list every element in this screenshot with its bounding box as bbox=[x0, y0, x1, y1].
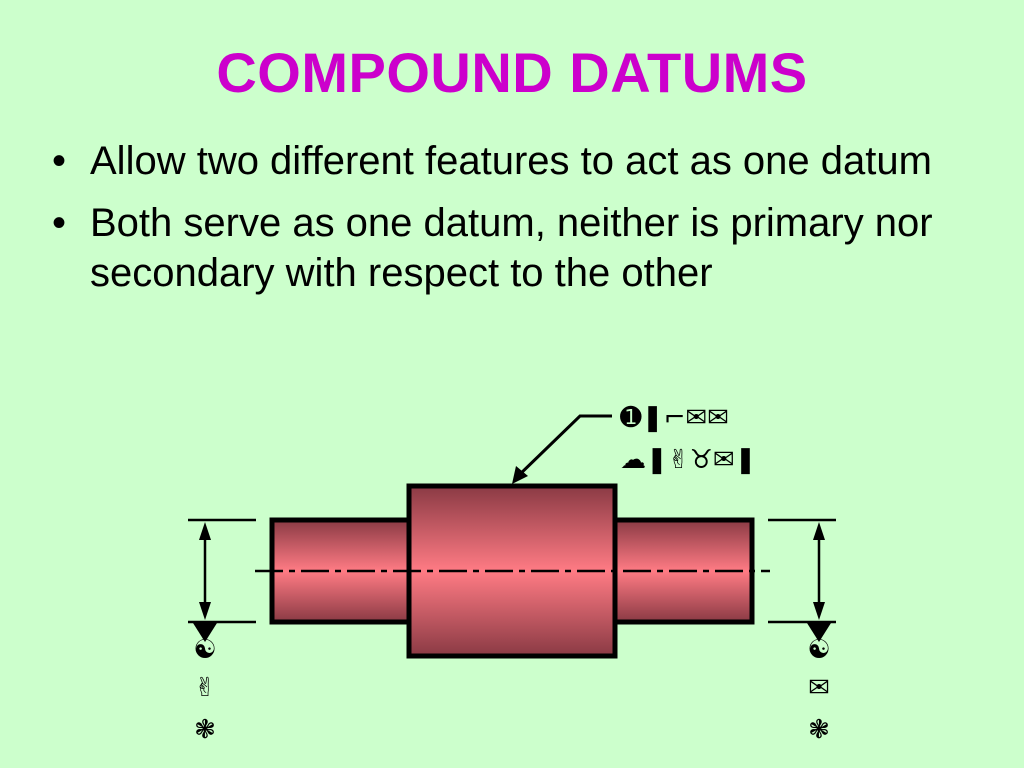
left-dimension-arrow-up bbox=[199, 522, 211, 540]
bullet-list: • Allow two different features to act as… bbox=[52, 136, 992, 310]
left-datum-triangle bbox=[193, 623, 217, 642]
left-datum-symbol: ☯ bbox=[193, 635, 216, 665]
feature-control-row-2: ☁❚✌♉✉❚ bbox=[620, 445, 756, 475]
right-datum-label-3: ❃ bbox=[808, 715, 830, 745]
right-datum-symbol: ☯ bbox=[807, 635, 830, 665]
feature-control-row-1: ➊❚⌐✉✉ bbox=[620, 403, 729, 433]
bullet-marker: • bbox=[52, 201, 67, 245]
right-datum-label-2: ✉ bbox=[808, 673, 830, 703]
leader-arrow-head bbox=[512, 466, 528, 484]
bullet-marker: • bbox=[52, 139, 67, 183]
page-title: COMPOUND DATUMS bbox=[216, 41, 808, 104]
left-dimension-arrow-down bbox=[199, 602, 211, 620]
bullet-text: Both serve as one datum, neither is prim… bbox=[90, 201, 933, 295]
right-dimension-arrow-down bbox=[813, 602, 825, 620]
right-datum-triangle bbox=[807, 623, 831, 642]
bullet-item: • Allow two different features to act as… bbox=[52, 136, 992, 186]
leader-line bbox=[514, 414, 612, 480]
left-datum-label-3: ❃ bbox=[194, 715, 216, 745]
left-datum-label-2: ✌ bbox=[194, 673, 216, 703]
bullet-text: Allow two different features to act as o… bbox=[90, 139, 932, 183]
left-shaft-segment bbox=[269, 517, 415, 625]
bullet-item: • Both serve as one datum, neither is pr… bbox=[52, 198, 992, 298]
right-dimension-arrow-up bbox=[813, 522, 825, 540]
